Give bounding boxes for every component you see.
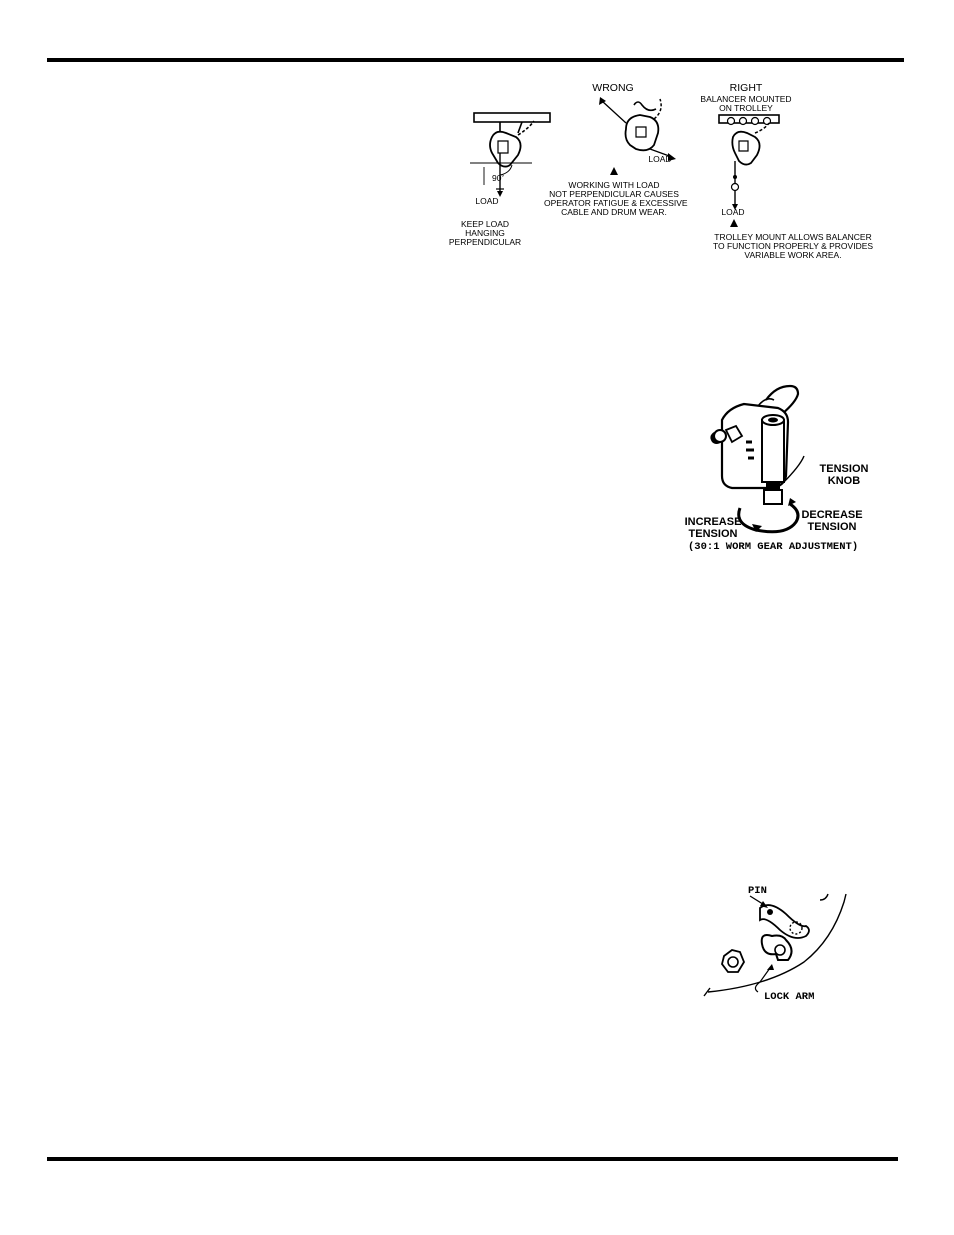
keep-load-caption-line-3: PERPENDICULAR bbox=[448, 237, 522, 247]
right-caption-line-3: VARIABLE WORK AREA. bbox=[744, 250, 842, 260]
increase-tension-label-line-1: INCREASE bbox=[684, 516, 742, 528]
right-heading: RIGHT bbox=[729, 82, 763, 94]
bottom-rule bbox=[47, 1157, 898, 1161]
top-rule bbox=[47, 58, 904, 62]
angle-label: 90˚ bbox=[492, 173, 505, 183]
trolley-mounted-balancer-drawing bbox=[718, 114, 780, 210]
wrong-caption-line-2: NOT PERPENDICULAR CAUSES bbox=[549, 189, 679, 199]
right-caption-line-1: TROLLEY MOUNT ALLOWS BALANCER bbox=[714, 232, 872, 242]
load-label-right: LOAD bbox=[721, 207, 745, 217]
tension-adjustment-figure: TENSION KNOB DECREASE TENSION INCREASE T… bbox=[676, 380, 886, 560]
right-caption-line-2: TO FUNCTION PROPERLY & PROVIDES bbox=[712, 241, 874, 251]
load-label-left: LOAD bbox=[475, 196, 499, 206]
wrong-caption-line-4: CABLE AND DRUM WEAR. bbox=[561, 207, 667, 217]
tension-knob-drawing bbox=[710, 384, 805, 534]
decrease-tension-label-line-1: DECREASE bbox=[801, 509, 863, 521]
tension-knob-label-line-2: KNOB bbox=[827, 475, 861, 487]
perpendicular-balancer-drawing bbox=[470, 112, 551, 197]
keep-load-caption-line-1: KEEP LOAD bbox=[460, 219, 510, 229]
lock-arm-label: LOCK ARM bbox=[764, 991, 815, 1003]
pin-label: PIN bbox=[748, 885, 767, 897]
right-pointer-arrow bbox=[730, 219, 738, 227]
mounting-figure: 90˚ LOAD KEEP LOAD HANGING PERPENDICULAR… bbox=[440, 75, 890, 275]
lock-arm-drawing bbox=[703, 893, 847, 997]
keep-load-caption-line-2: HANGING bbox=[465, 228, 505, 238]
load-label-wrong: LOAD bbox=[648, 154, 672, 164]
wrong-caption-line-3: OPERATOR FATIGUE & EXCESSIVE bbox=[544, 198, 688, 208]
worm-gear-note: (30:1 WORM GEAR ADJUSTMENT) bbox=[688, 541, 859, 553]
wrong-heading: WRONG bbox=[592, 82, 634, 94]
right-subheading-line-1: BALANCER MOUNTED bbox=[700, 94, 792, 104]
decrease-tension-label-line-2: TENSION bbox=[807, 521, 857, 533]
right-subheading-line-2: ON TROLLEY bbox=[719, 103, 773, 113]
lock-arm-figure: PIN LOCK ARM bbox=[700, 880, 860, 1010]
increase-tension-label-line-2: TENSION bbox=[688, 528, 738, 540]
wrong-caption-line-1: WORKING WITH LOAD bbox=[568, 180, 660, 190]
tension-knob-label-line-1: TENSION bbox=[819, 463, 869, 475]
wrong-angle-balancer-drawing bbox=[599, 97, 676, 161]
wrong-pointer-arrow bbox=[610, 167, 618, 175]
